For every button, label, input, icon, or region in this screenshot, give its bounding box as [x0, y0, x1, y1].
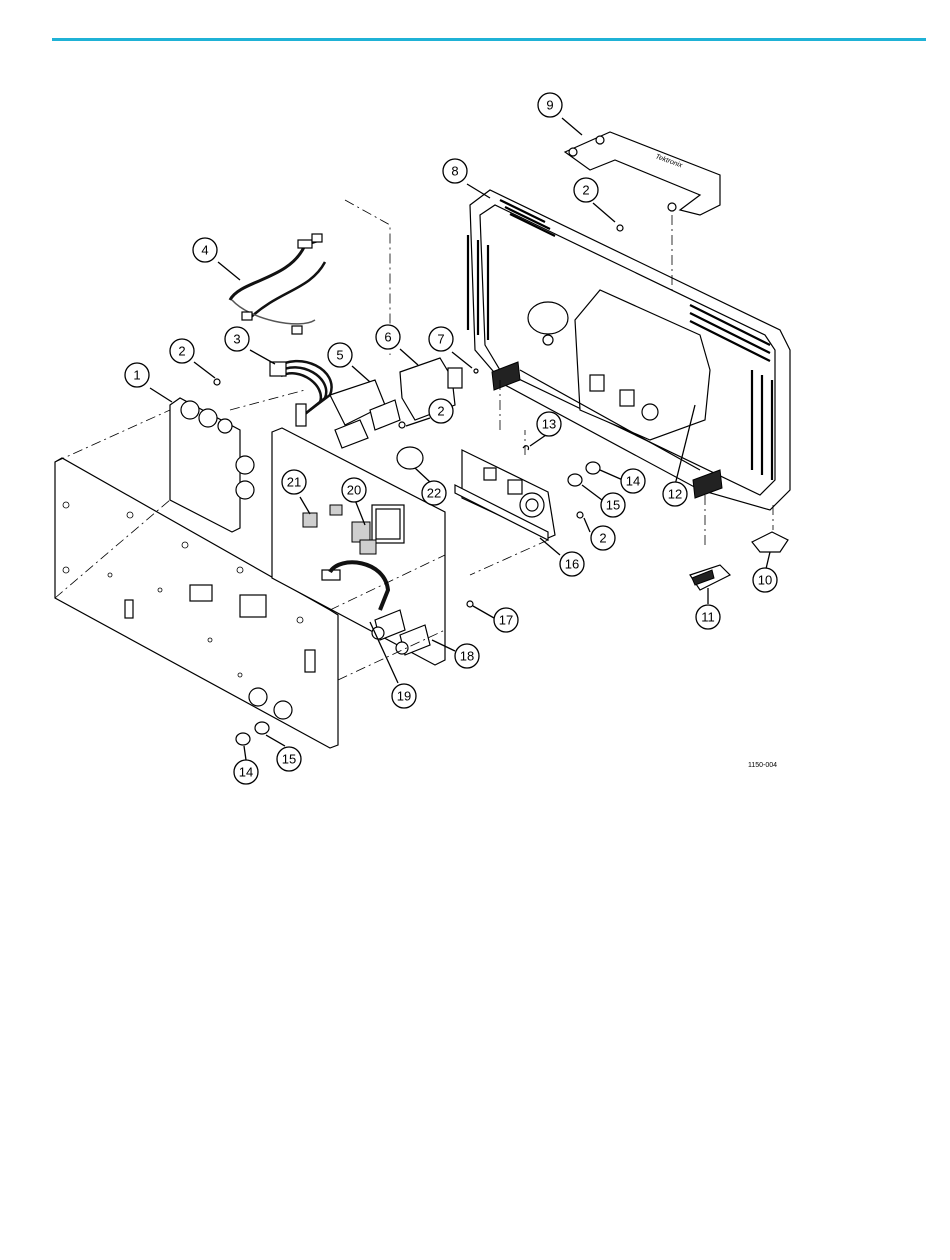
svg-text:22: 22 — [427, 486, 441, 501]
svg-text:19: 19 — [397, 689, 411, 704]
svg-text:15: 15 — [282, 752, 296, 767]
svg-text:12: 12 — [668, 487, 682, 502]
cable-harness — [230, 234, 325, 334]
svg-text:21: 21 — [287, 475, 301, 490]
power-supply-board — [170, 398, 254, 532]
callout-9: 9 — [538, 93, 562, 117]
callout-4: 4 — [193, 238, 217, 262]
svg-text:11: 11 — [701, 610, 715, 625]
svg-text:20: 20 — [347, 483, 361, 498]
svg-text:14: 14 — [626, 474, 640, 489]
svg-text:18: 18 — [460, 649, 474, 664]
callout-21: 21 — [282, 470, 306, 494]
callout-18: 18 — [455, 644, 479, 668]
callout-13: 13 — [537, 412, 561, 436]
callout-8: 8 — [443, 159, 467, 183]
svg-text:16: 16 — [565, 557, 579, 572]
svg-text:13: 13 — [542, 417, 556, 432]
callout-16: 16 — [560, 552, 584, 576]
svg-text:2: 2 — [599, 531, 606, 546]
svg-text:17: 17 — [499, 613, 513, 628]
svg-text:1: 1 — [133, 368, 140, 383]
svg-text:5: 5 — [336, 348, 343, 363]
callout-22: 22 — [422, 481, 446, 505]
callout-15b: 15 — [277, 747, 301, 771]
svg-text:8: 8 — [451, 164, 458, 179]
callout-2d: 2 — [591, 526, 615, 550]
callout-2b: 2 — [574, 178, 598, 202]
svg-text:2: 2 — [178, 344, 185, 359]
callout-15a: 15 — [601, 493, 625, 517]
svg-text:7: 7 — [437, 332, 444, 347]
svg-text:14: 14 — [239, 765, 253, 780]
callout-12: 12 — [663, 482, 687, 506]
svg-text:9: 9 — [546, 98, 553, 113]
callout-17: 17 — [494, 608, 518, 632]
bail-clip — [752, 532, 788, 552]
rear-panel-plate — [455, 450, 555, 540]
callout-14a: 14 — [621, 469, 645, 493]
svg-text:3: 3 — [233, 332, 240, 347]
callout-20: 20 — [342, 478, 366, 502]
ribbon-cable — [270, 361, 332, 426]
callout-3: 3 — [225, 327, 249, 351]
callout-2a: 2 — [170, 339, 194, 363]
svg-text:10: 10 — [758, 573, 772, 588]
carry-handle: Tektronix — [565, 132, 720, 215]
figure-reference-code: 1150-004 — [748, 762, 777, 769]
rear-case — [468, 190, 790, 510]
callout-14b: 14 — [234, 760, 258, 784]
callout-1: 1 — [125, 363, 149, 387]
svg-text:2: 2 — [582, 183, 589, 198]
svg-text:2: 2 — [437, 404, 444, 419]
callout-10: 10 — [753, 568, 777, 592]
callout-6: 6 — [376, 325, 400, 349]
svg-text:6: 6 — [384, 330, 391, 345]
callout-11: 11 — [696, 605, 720, 629]
callout-19: 19 — [392, 684, 416, 708]
gasket — [397, 447, 423, 469]
callout-5: 5 — [328, 343, 352, 367]
callout-2c: 2 — [429, 399, 453, 423]
svg-text:15: 15 — [606, 498, 620, 513]
callout-7: 7 — [429, 327, 453, 351]
svg-text:4: 4 — [201, 243, 208, 258]
